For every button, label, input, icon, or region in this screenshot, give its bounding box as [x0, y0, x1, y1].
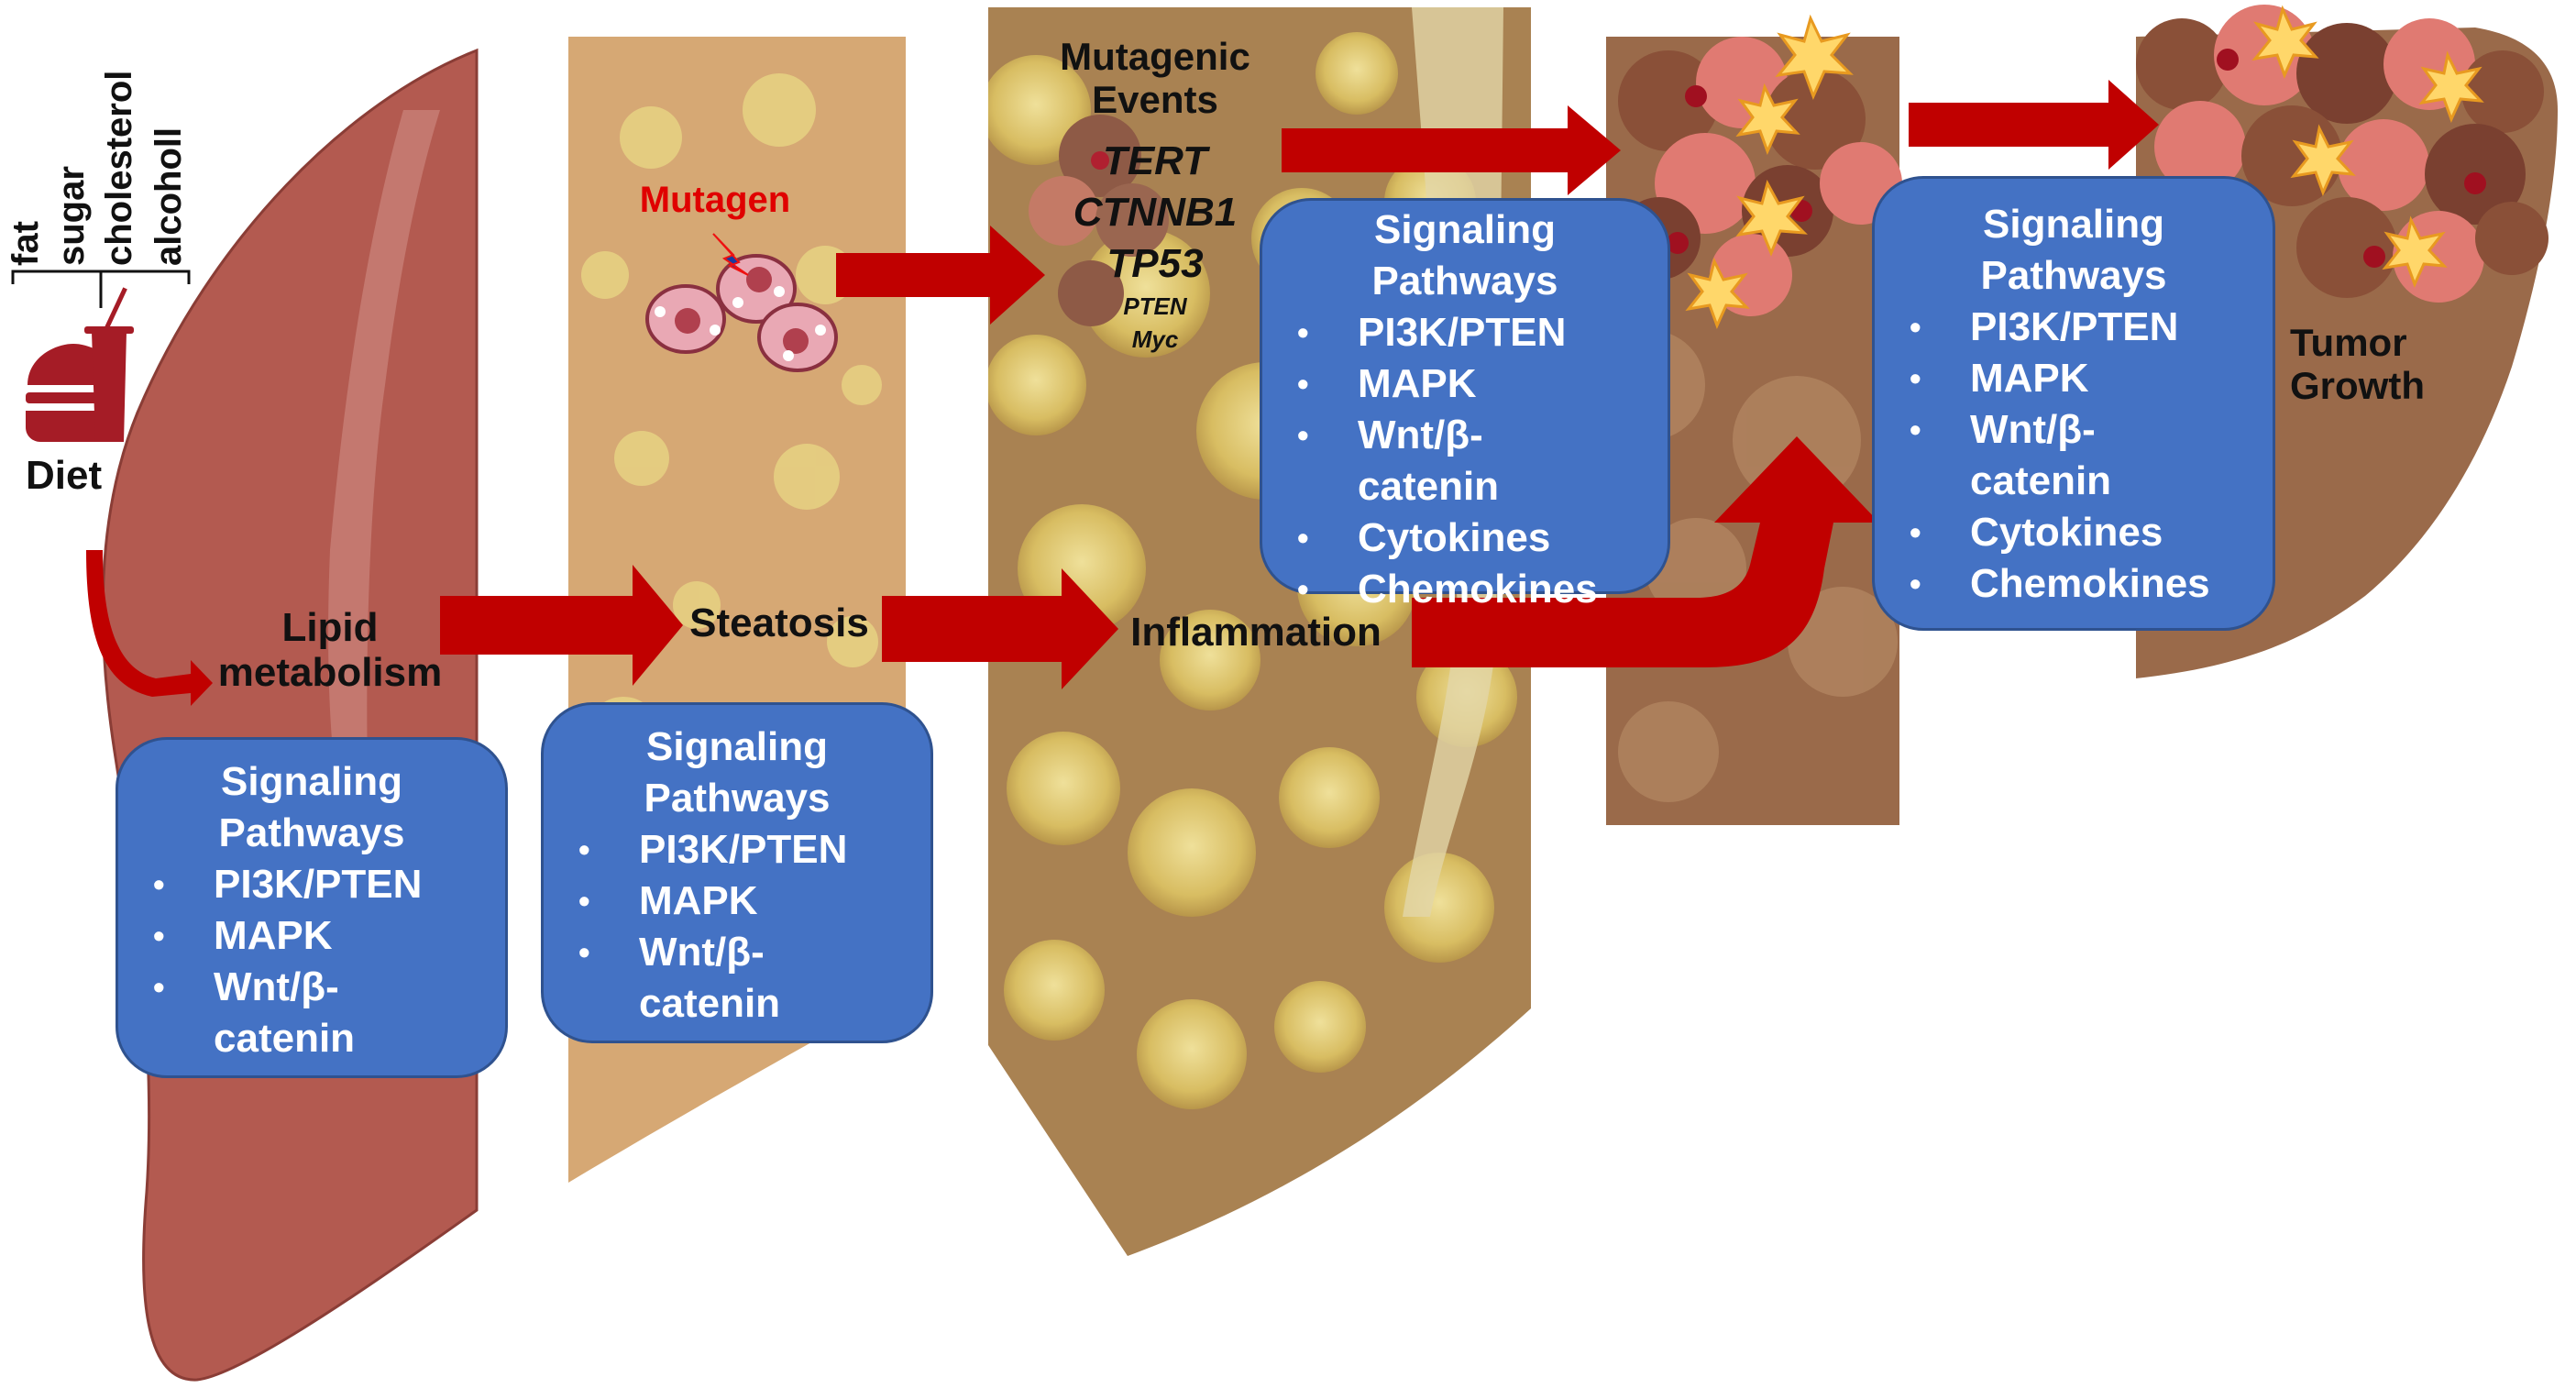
signaling-box-title: Signaling Pathways: [644, 724, 831, 821]
pathway-list: PI3K/PTEN MAPK Wnt/β- catenin: [118, 859, 505, 1064]
tumor-cluster-small: [1618, 14, 1902, 329]
signaling-box-title: Signaling Pathways: [218, 759, 405, 855]
pathway-item: PI3K/PTEN: [544, 824, 930, 876]
arrow-steatosis-to-inflammation: [882, 568, 1118, 689]
immune-cell-burst-icon: [1735, 180, 1808, 257]
pathway-item: PI3K/PTEN: [1262, 307, 1668, 358]
pathway-item: Wnt/β- catenin: [118, 962, 505, 1064]
mutated-cells-icon: [645, 233, 838, 372]
label-tumor-growth: Tumor Growth: [2290, 321, 2425, 408]
pathway-item: MAPK: [544, 876, 930, 927]
diet-item-cholesterol: cholesterol: [99, 70, 139, 266]
immune-cell-burst-icon: [1685, 257, 1750, 329]
mutated-nodule-cluster: [1029, 115, 1169, 326]
pathway-item: Wnt/β- catenin: [1875, 404, 2273, 507]
signaling-box-title: Signaling Pathways: [1371, 207, 1558, 303]
label-mutagenic-events: Mutagenic Events: [1060, 35, 1250, 122]
diet-item-alcohol: alcoholl: [149, 127, 189, 266]
immune-cell-burst-icon: [2290, 124, 2356, 196]
pathway-item: Wnt/β- catenin: [544, 927, 930, 1030]
gene-tp53: TP53: [1106, 241, 1204, 286]
gene-pten: PTEN: [1123, 292, 1187, 320]
diet-item-fat: fat: [6, 221, 46, 266]
pathway-list: PI3K/PTEN MAPK Wnt/β- catenin Cytokines …: [1875, 302, 2273, 610]
pathway-item: MAPK: [118, 910, 505, 962]
diet-bracket: [11, 270, 191, 308]
lightning-bolt-icon: [712, 233, 749, 276]
pathway-item: Cytokines: [1875, 507, 2273, 558]
signaling-box-tumor: Signaling Pathways PI3K/PTEN MAPK Wnt/β-…: [1872, 176, 2275, 631]
pathway-list: PI3K/PTEN MAPK Wnt/β- catenin: [544, 824, 930, 1030]
tumor-cluster-large: [2136, 5, 2548, 303]
diet-item-sugar: sugar: [51, 166, 92, 266]
label-steatosis: Steatosis: [689, 600, 869, 645]
immune-cell-burst-icon: [1775, 14, 1854, 100]
signaling-box-steatosis: Signaling Pathways PI3K/PTEN MAPK Wnt/β-…: [541, 702, 933, 1043]
arrow-mutagen-to-events: [836, 226, 1045, 325]
signaling-box-title: Signaling Pathways: [1980, 202, 2167, 298]
label-inflammation: Inflammation: [1130, 610, 1382, 655]
label-mutagen: Mutagen: [639, 180, 791, 220]
pathway-item: PI3K/PTEN: [1875, 302, 2273, 353]
fast-food-icon: [26, 287, 134, 442]
pathway-item: Wnt/β- catenin: [1262, 410, 1668, 512]
immune-cell-burst-icon: [2418, 50, 2484, 123]
pathway-list: PI3K/PTEN MAPK Wnt/β- catenin Cytokines …: [1262, 307, 1668, 615]
pathway-item: MAPK: [1875, 353, 2273, 404]
label-lipid-metabolism: Lipid metabolism: [217, 605, 443, 696]
gene-list: TERT CTNNB1 TP53 PTEN Myc: [1018, 136, 1293, 356]
immune-cell-burst-icon: [2251, 5, 2319, 79]
diet-label: Diet: [26, 453, 103, 498]
liver-highlight: [328, 110, 440, 807]
pathway-item: Chemokines: [1262, 564, 1668, 615]
arrow-diet-to-lipid: [86, 550, 213, 706]
gene-myc: Myc: [1131, 325, 1179, 353]
pathway-item: MAPK: [1262, 358, 1668, 410]
signaling-box-inflammation: Signaling Pathways PI3K/PTEN MAPK Wnt/β-…: [1260, 198, 1670, 615]
pathway-item: Chemokines: [1875, 558, 2273, 610]
pathway-item: PI3K/PTEN: [118, 859, 505, 910]
arrow-dysplasia-to-tumor: [1909, 80, 2159, 170]
gene-ctnnb1: CTNNB1: [1073, 190, 1238, 235]
immune-cell-burst-icon: [1735, 83, 1800, 155]
arrow-lipid-to-steatosis: [440, 565, 683, 686]
signaling-box-lipid: Signaling Pathways PI3K/PTEN MAPK Wnt/β-…: [116, 737, 508, 1078]
gene-tert: TERT: [1102, 138, 1208, 183]
arrow-events-to-dysplasia: [1282, 105, 1621, 195]
pathway-item: Cytokines: [1262, 512, 1668, 564]
immune-cell-burst-icon: [2382, 215, 2448, 288]
